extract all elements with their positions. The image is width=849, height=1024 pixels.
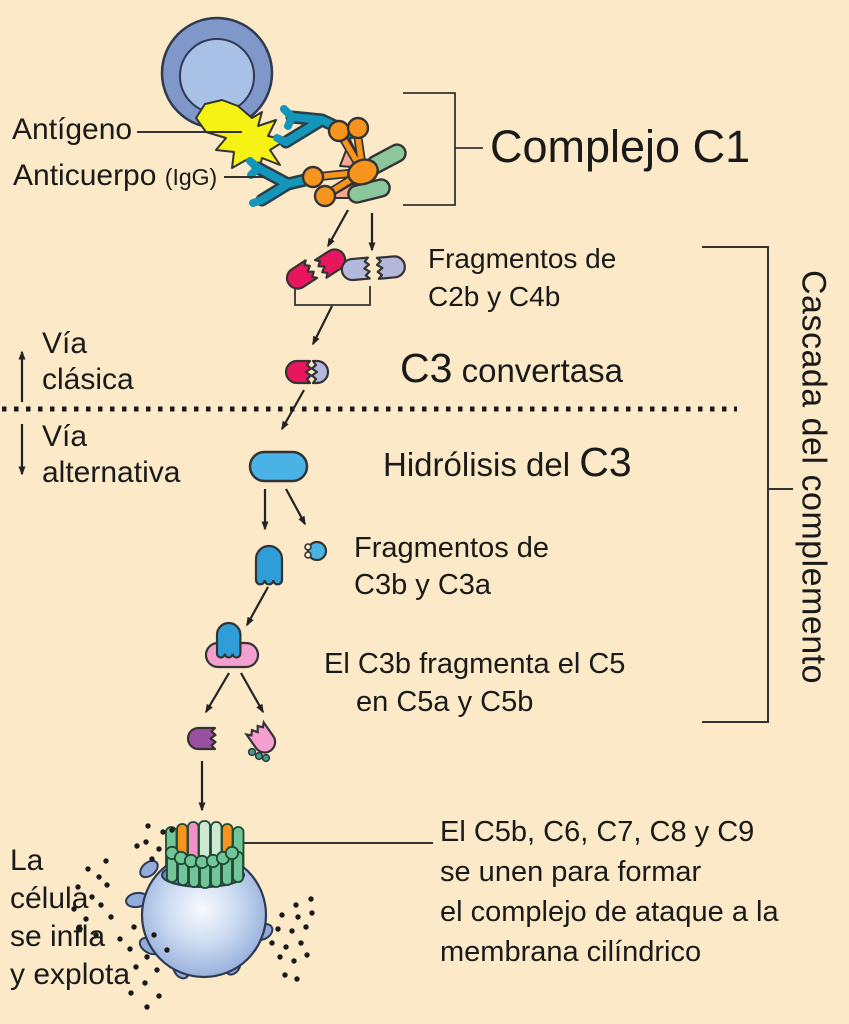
complejo-c1-label: Complejo C1 <box>490 121 751 172</box>
host-cell <box>160 16 274 130</box>
antibody-label: Anticuerpo (IgG) <box>13 159 218 192</box>
celula-explota-label: La célula se infla y explota <box>10 844 131 991</box>
flow-arrows <box>18 209 376 812</box>
via-alternativa-label: Vía alternativa <box>42 420 181 489</box>
c3-convertasa-label: C3 convertasa <box>400 345 624 391</box>
leader-lines <box>137 131 433 844</box>
cascada-bracket <box>702 246 793 723</box>
en-c5a-c5b-label: en C5a y C5b <box>356 686 534 718</box>
fragmentos-c2b-c4b-label: Fragmentos de C2b y C4b <box>428 243 617 312</box>
membrane-attack-complex <box>161 820 245 889</box>
via-clasica-label: Vía clásica <box>42 327 134 396</box>
fragmentos-c3b-c3a-label: Fragmentos de C3b y C3a <box>354 532 550 601</box>
c5-with-c3b <box>204 621 260 669</box>
c3a-fragment <box>304 540 328 562</box>
c5b-fragment <box>245 720 281 763</box>
hidrolisis-c3-label: Hidrólisis del C3 <box>383 439 632 485</box>
antibody-igg-label: (IgG) <box>164 164 218 190</box>
mac-description-label: El C5b, C6, C7, C8 y C9 se unen para for… <box>440 816 779 968</box>
c5a-fragment <box>186 726 217 751</box>
antigen-shape <box>195 99 287 175</box>
c1-bracket <box>403 92 483 206</box>
c3-convertasa-shape <box>284 359 330 385</box>
c4b-fragment <box>339 254 407 283</box>
c3-capsule <box>248 450 309 483</box>
c1-complex <box>301 116 407 208</box>
c3b-fragment <box>254 544 284 586</box>
cascada-label: Cascada del complemento <box>794 270 833 685</box>
c3b-fragmenta-c5-label: El C3b fragmenta el C5 <box>324 648 626 680</box>
antigen-label: Antígeno <box>12 113 133 146</box>
c2b-fragment <box>281 244 351 294</box>
leak-dots <box>71 823 315 1010</box>
